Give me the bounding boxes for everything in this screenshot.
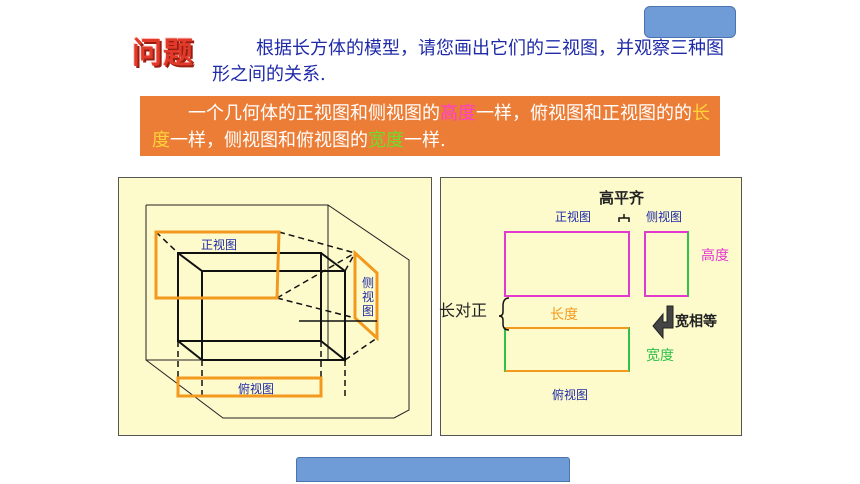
left-side-view-label: 侧视图 (361, 276, 374, 318)
top-tab-button[interactable] (644, 6, 736, 38)
left-top-view-label: 俯视图 (238, 382, 275, 396)
side-view-projection (353, 249, 379, 342)
rule-text-1: 一个几何体的正视图和侧视图的 (188, 103, 440, 124)
right-side-view-label: 侧视图 (646, 210, 683, 224)
left-front-view-label: 正视图 (201, 238, 238, 252)
question-text: 根据长方体的模型，请您画出它们的三视图，并观察三种图形之间的关系. (212, 38, 724, 85)
side-view-rect (644, 231, 689, 297)
cube-right-face (177, 252, 346, 363)
rule-text-4: 一样. (404, 130, 446, 151)
brace-icon (498, 297, 510, 331)
right-front-view-label: 正视图 (555, 210, 592, 224)
three-view-figure: 高平齐 正视图 侧视图 高度 长度 宽相等 宽度 俯视图 (440, 177, 742, 436)
gao-ping-qi-label: 高平齐 (599, 189, 645, 207)
rule-highlight-width: 宽度 (368, 130, 404, 151)
rule-text-3: 一样，侧视图和俯视图的 (170, 130, 368, 151)
right-plane-outline (146, 204, 410, 419)
bottom-tab-button[interactable] (296, 457, 570, 482)
floor-plane-outline (145, 205, 394, 419)
front-view-rect-top-bottom (504, 231, 630, 297)
rule-box: 一个几何体的正视图和侧视图的高度一样，俯视图和正视图的的长度一样，侧视图和俯视图… (140, 96, 720, 156)
kuan-xiang-deng-label: 宽相等 (675, 314, 717, 330)
box-projection-drawing (145, 204, 410, 419)
slide-title: 问题 (132, 36, 194, 71)
width-label: 宽度 (646, 348, 674, 364)
rule-highlight-height: 高度 (440, 103, 476, 124)
top-view-projection (176, 376, 323, 398)
rule-text-2: 一样，俯视图和正视图的的 (476, 103, 692, 124)
top-view-rect (504, 327, 630, 372)
three-view-drawing (498, 214, 689, 372)
length-label: 长度 (550, 307, 578, 323)
chang-dui-zheng-label: 长对正 (439, 301, 488, 320)
right-top-view-label: 俯视图 (552, 388, 589, 402)
rule-highlight-length: 长度 (152, 103, 710, 151)
height-label: 高度 (701, 248, 729, 264)
cube-top-edge (320, 252, 346, 272)
turn-arrow-icon (652, 305, 674, 340)
front-view-projection (154, 230, 281, 300)
box-projection-figure: 正视图 侧视图 俯视图 (118, 177, 432, 436)
small-arrow-icon (618, 217, 630, 222)
cube-bottom-edge (177, 340, 203, 361)
